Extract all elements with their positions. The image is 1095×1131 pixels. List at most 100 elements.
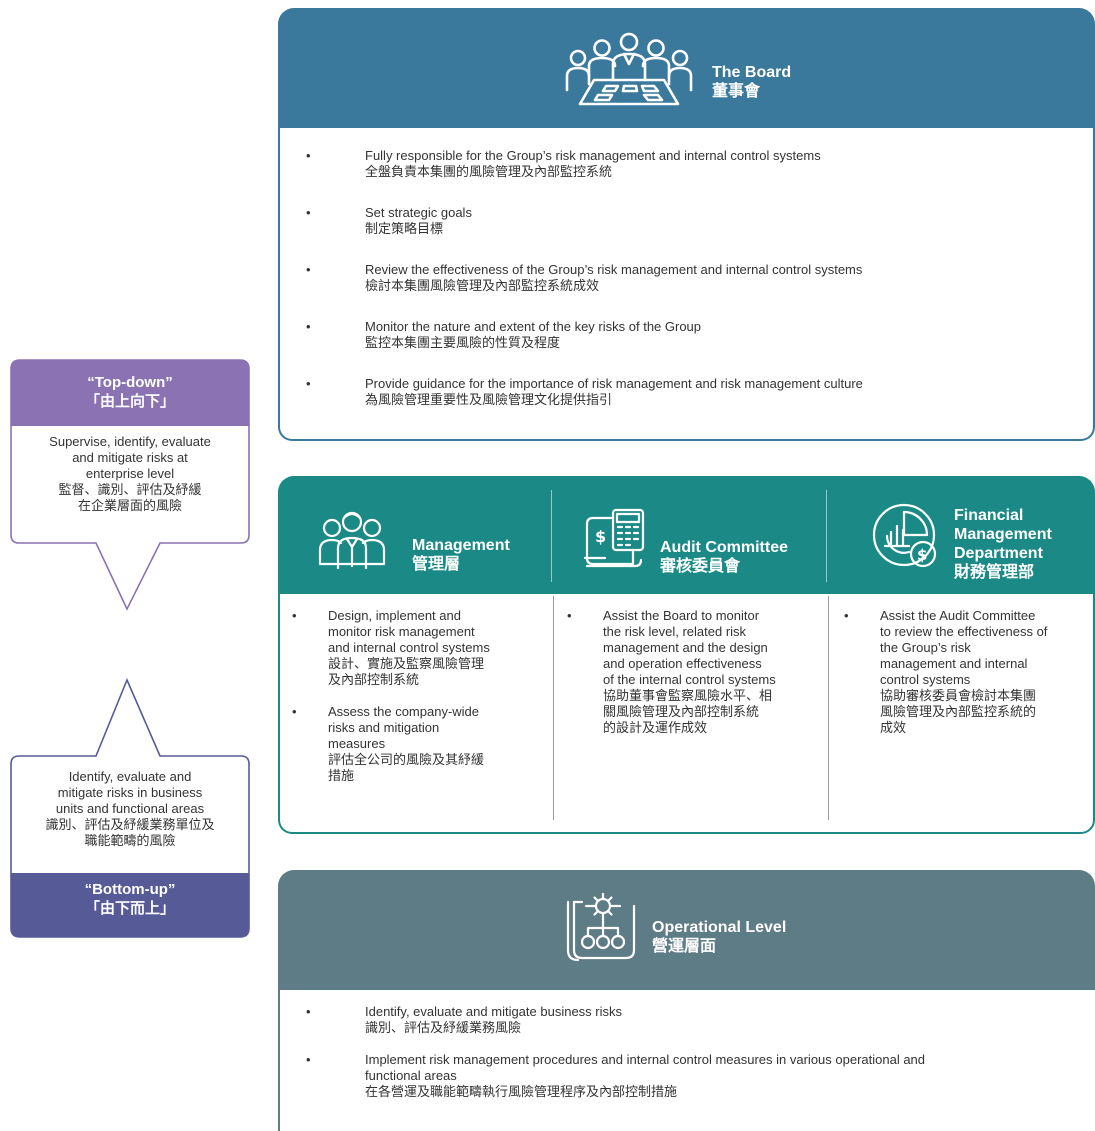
- svg-text:$: $: [917, 546, 927, 564]
- text-line: 識別、評估及紓緩業務單位及: [45, 817, 215, 832]
- boardroom-meeting-icon: [565, 32, 693, 106]
- item-text-en: of the internal control systems: [603, 672, 776, 687]
- audit-title-en: Audit Committee: [660, 539, 788, 556]
- top-down-callout-shape: [10, 359, 250, 611]
- audit-column: • Assist the Board to monitor the risk l…: [567, 608, 825, 752]
- finance-column: • Assist the Audit Committee to review t…: [844, 608, 1092, 752]
- list-item: • Review the effectiveness of the Group’…: [280, 248, 1093, 305]
- bottom-up-title-en: “Bottom-up”: [84, 881, 176, 898]
- header-divider: [826, 490, 827, 582]
- item-text-zh: 在各營運及職能範疇執行風險管理程序及內部控制措施: [365, 1084, 678, 1099]
- operational-body: • Identify, evaluate and mitigate busine…: [278, 990, 1095, 1131]
- bullet: •: [292, 608, 297, 623]
- text-line: enterprise level: [85, 466, 175, 481]
- top-down-title: “Top-down” 「由上向下」: [10, 373, 250, 411]
- svg-text:$: $: [595, 527, 606, 546]
- list-item: • Set strategic goals 制定策略目標: [280, 191, 1093, 248]
- item-text-zh: 風險管理及內部監控系統的: [880, 704, 1037, 719]
- audit-calculator-icon: $: [583, 508, 645, 568]
- bullet: •: [306, 376, 311, 391]
- bullet: •: [306, 1052, 311, 1067]
- management-panel: Management 管理層 $ Audit Committee 審核委員會: [278, 476, 1095, 834]
- bottom-up-title-zh: 「由下而上」: [84, 900, 175, 917]
- list-item: • Fully responsible for the Group’s risk…: [280, 134, 1093, 191]
- operational-panel: Operational Level 營運層面 • Identify, evalu…: [278, 870, 1095, 1131]
- operational-list: • Identify, evaluate and mitigate busine…: [306, 1004, 1085, 1116]
- finance-chart-icon: $: [872, 503, 937, 568]
- bottom-up-text: Identify, evaluate and mitigate risks in…: [10, 769, 250, 849]
- top-down-text: Supervise, identify, evaluate and mitiga…: [10, 434, 250, 514]
- text-line: Identify, evaluate and: [68, 769, 192, 784]
- item-text-zh: 識別、評估及紓緩業務風險: [365, 1020, 522, 1035]
- item-text-zh: 措施: [328, 768, 355, 783]
- text-line: mitigate risks in business: [57, 785, 203, 800]
- item-text-zh: 關風險管理及內部控制系統: [603, 704, 760, 719]
- item-text-en: Assist the Audit Committee: [880, 608, 1036, 623]
- board-title: The Board 董事會: [712, 63, 791, 101]
- item-text-en: Fully responsible for the Group’s risk m…: [365, 148, 821, 163]
- item-text-en: the risk level, related risk: [603, 624, 747, 639]
- item-text-en: monitor risk management: [328, 624, 475, 639]
- audit-title: Audit Committee 審核委員會: [660, 538, 788, 576]
- column-divider: [553, 596, 554, 820]
- header-divider: [551, 490, 552, 582]
- item-text-en: risks and mitigation: [328, 720, 440, 735]
- item-text-en: the Group’s risk: [880, 640, 971, 655]
- bottom-up-callout-shape: [10, 678, 250, 938]
- operational-header: Operational Level 營運層面: [278, 870, 1095, 990]
- item-text-zh: 全盤負責本集團的風險管理及內部監控系統: [365, 164, 613, 179]
- text-line: units and functional areas: [55, 801, 205, 816]
- management-body: • Design, implement and monitor risk man…: [278, 594, 1095, 834]
- item-text-en: management and internal: [880, 656, 1028, 671]
- finance-title-en: Management: [954, 526, 1052, 543]
- item-text-en: measures: [328, 736, 386, 751]
- finance-title-en: Department: [954, 545, 1043, 562]
- item-text-zh: 成效: [880, 720, 907, 735]
- list-item: • Implement risk management procedures a…: [306, 1052, 1085, 1100]
- operational-title-en: Operational Level: [652, 919, 787, 936]
- item-text-en: functional areas: [365, 1068, 457, 1083]
- text-line: 職能範疇的風險: [84, 833, 176, 848]
- item-text-en: to review the effectiveness of: [880, 624, 1048, 639]
- board-header: The Board 董事會: [278, 8, 1095, 128]
- item-text-en: Assist the Board to monitor: [603, 608, 760, 623]
- top-down-title-en: “Top-down”: [87, 374, 173, 391]
- item-text-zh: 及內部控制系統: [328, 672, 420, 687]
- finance-title-zh: 財務管理部: [954, 564, 1035, 581]
- bullet: •: [306, 1004, 311, 1019]
- text-line: 監督、識別、評估及紓緩: [58, 482, 202, 497]
- list-item: • Design, implement and monitor risk man…: [292, 608, 543, 688]
- item-text-en: Monitor the nature and extent of the key…: [365, 319, 702, 334]
- item-text-zh: 的設計及運作成效: [603, 720, 708, 735]
- bullet: •: [292, 704, 297, 719]
- item-text-zh: 評估全公司的風險及其紓緩: [328, 752, 485, 767]
- item-text-zh: 制定策略目標: [365, 221, 444, 236]
- item-text-zh: 監控本集團主要風險的性質及程度: [365, 335, 561, 350]
- management-column: • Design, implement and monitor risk man…: [292, 608, 543, 800]
- top-down-title-zh: 「由上向下」: [84, 393, 175, 410]
- list-item: • Assist the Board to monitor the risk l…: [567, 608, 825, 736]
- item-text-zh: 協助審核委員會檢討本集團: [880, 688, 1037, 703]
- list-item: • Assist the Audit Committee to review t…: [844, 608, 1092, 736]
- item-text-en: Assess the company-wide: [328, 704, 480, 719]
- bullet: •: [306, 148, 311, 163]
- bullet: •: [306, 319, 311, 334]
- finance-title-en: Financial: [954, 507, 1024, 524]
- board-title-en: The Board: [712, 64, 792, 81]
- management-header: Management 管理層 $ Audit Committee 審核委員會: [278, 476, 1095, 594]
- item-text-zh: 協助董事會監察風險水平、相: [603, 688, 773, 703]
- column-divider: [828, 596, 829, 820]
- audit-title-zh: 審核委員會: [660, 558, 741, 575]
- operational-title-zh: 營運層面: [652, 938, 717, 955]
- operational-title: Operational Level 營運層面: [652, 918, 786, 956]
- list-item: • Monitor the nature and extent of the k…: [280, 305, 1093, 362]
- bottom-up-title: “Bottom-up” 「由下而上」: [10, 880, 250, 918]
- item-text-zh: 檢討本集團風險管理及內部監控系統成效: [365, 278, 600, 293]
- text-line: 在企業層面的風險: [77, 498, 182, 513]
- item-text-en: management and the design: [603, 640, 768, 655]
- text-line: and mitigate risks at: [72, 450, 188, 465]
- management-title-en: Management: [412, 537, 510, 554]
- item-text-en: Review the effectiveness of the Group’s …: [365, 262, 863, 277]
- item-text-en: Set strategic goals: [365, 205, 472, 220]
- list-item: • Provide guidance for the importance of…: [280, 362, 1093, 419]
